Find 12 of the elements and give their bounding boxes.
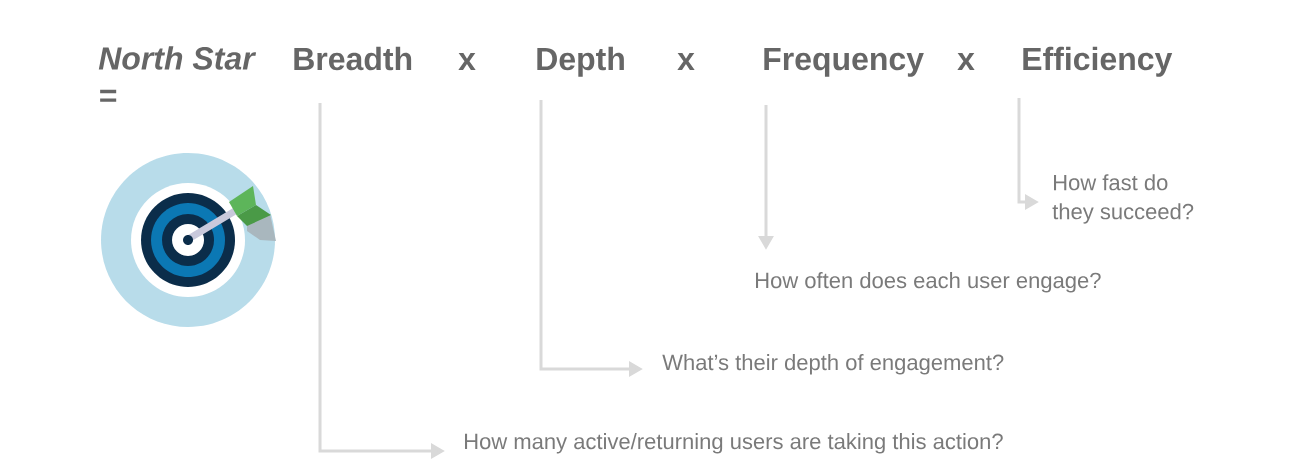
factor-heading: Frequency [764, 48, 924, 77]
operator-sign: x [677, 53, 695, 70]
factor-heading: Breadth [294, 46, 412, 71]
question-text: What’s their depth of engagement? [662, 354, 1004, 375]
question-text: How fast do they succeed? [1052, 174, 1194, 224]
operator-sign: x [458, 53, 476, 70]
question-text: How often does each user engage? [756, 272, 1101, 293]
question-text: How many active/returning users are taking this action? [465, 433, 1003, 454]
factor-heading: Depth [537, 46, 624, 77]
operator-sign: x [957, 53, 975, 70]
heading-text: North Star = [98, 46, 257, 102]
factor-heading: Efficiency [1023, 46, 1173, 77]
